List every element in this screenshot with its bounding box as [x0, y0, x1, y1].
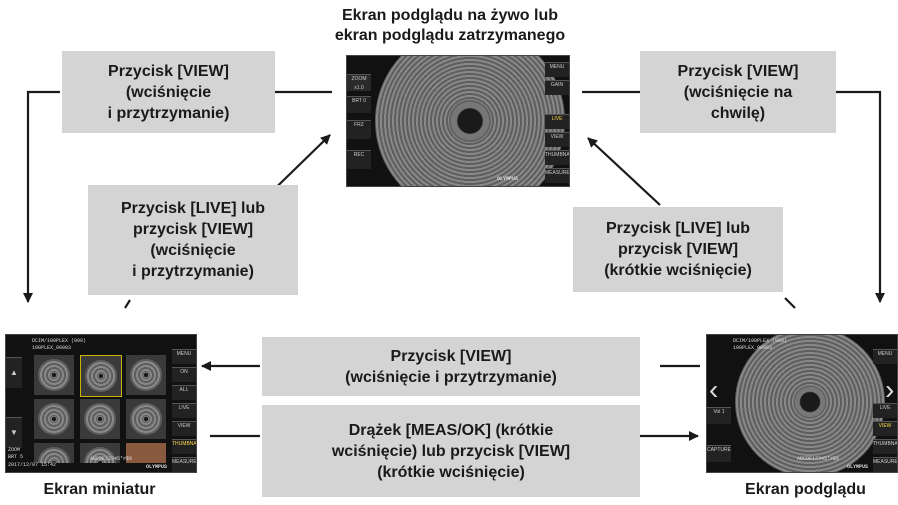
menu-button: MENU — [172, 349, 196, 364]
chevron-right-icon: › — [885, 374, 895, 405]
arrow-top-to-thumbnails-down — [23, 90, 60, 303]
preview-screen-caption: Ekran podglądu — [745, 481, 866, 498]
box-line: Przycisk [VIEW] — [108, 62, 229, 80]
thumbnail-button: THUMBNAIL — [172, 439, 196, 454]
box-line: (wciśnięcie i przytrzymanie) — [345, 368, 557, 386]
brand-logo: OLYMPUS — [146, 464, 168, 470]
folder-name: 100PLEX_00003 — [733, 345, 773, 351]
view-button: VIEW — [172, 421, 196, 436]
thumbnail-item — [80, 355, 122, 397]
chevron-left-icon: ‹ — [709, 374, 719, 405]
top-screen-caption: Ekran podglądu na żywo lub ekran podgląd… — [300, 6, 600, 46]
brightness-label: BRT 5 — [8, 454, 24, 460]
id-text: ABCDE12345*#$% — [797, 456, 840, 462]
scroll-down-button: ▼ — [6, 417, 22, 448]
check-all-button: ALL — [172, 385, 196, 400]
box-line: i przytrzymanie) — [107, 104, 230, 122]
folder-header: DCIM/100PLEX (009) — [733, 338, 788, 344]
live-button: LIVE — [172, 403, 196, 418]
top-caption-line1: Ekran podglądu na żywo lub — [341, 7, 558, 24]
thumbnail-screen: DCIM/100PLEX (009) 100PLEX_00003 ▲ ▼ MEN… — [5, 334, 197, 473]
brand-logo: OLYMPUS — [847, 464, 869, 470]
volume-button: Vol 1 — [707, 407, 731, 424]
view-button: VIEW — [545, 132, 569, 147]
scope-image — [735, 335, 885, 472]
box-line: Przycisk [VIEW] — [390, 347, 512, 365]
thumbnail-item — [80, 399, 120, 439]
label-box-bottom-lower: Drążek [MEAS/OK] (krótkie wciśnięcie) lu… — [262, 405, 640, 497]
id-text: ABCDE12345*#$% — [90, 456, 133, 462]
gain-button: GAIN — [545, 80, 569, 95]
thumbnail-item — [34, 443, 74, 463]
live-button: LIVE — [873, 403, 897, 418]
preview-screen: DCIM/100PLEX (009) 100PLEX_00003 ‹ › Vol… — [706, 334, 898, 473]
brightness-button: BRT 0 — [347, 96, 371, 113]
box-line: Drążek [MEAS/OK] (krótkie — [348, 421, 554, 439]
folder-name: 100PLEX_00003 — [32, 345, 72, 351]
arrow-top-to-preview-down — [836, 90, 885, 303]
capture-button: CAPTURE — [707, 445, 731, 462]
box-line: (wciśnięcie — [125, 83, 212, 101]
measure-button: MEASURE — [545, 168, 569, 183]
live-view-screen: ZOOM x1.0 BRT 0 FRZ REC MENU GAIN LIVE V… — [346, 55, 570, 187]
live-button: LIVE — [545, 114, 569, 129]
thumbnail-item — [126, 443, 166, 463]
check-on-button: ON — [172, 367, 196, 382]
arrow-preview-to-top — [784, 297, 796, 309]
box-line: wciśnięcie) lub przycisk [VIEW] — [331, 442, 571, 460]
box-line: Przycisk [LIVE] lub — [605, 220, 751, 237]
zoom-label: ZOOM — [8, 447, 21, 453]
measure-button: MEASURE — [172, 457, 196, 472]
freeze-button: FRZ — [347, 120, 371, 139]
box-line: chwilę) — [710, 104, 766, 122]
arrow-preview-to-top-diag — [587, 137, 661, 206]
box-line: Przycisk [VIEW] — [677, 62, 799, 80]
box-line: (krótkie wciśnięcie) — [604, 262, 752, 279]
zoom-button: ZOOM x1.0 — [347, 74, 371, 91]
scroll-up-button: ▲ — [6, 357, 22, 388]
label-box-mid-left: Przycisk [LIVE] lub przycisk [VIEW] (wci… — [88, 185, 298, 295]
record-button: REC — [347, 150, 371, 169]
date-time: 2017/12/07 15:42 — [8, 462, 57, 468]
box-line: (wciśnięcie na — [683, 83, 793, 101]
thumbnail-screen-caption: Ekran miniatur — [43, 481, 156, 498]
arrow-thumbnails-to-top — [124, 299, 131, 309]
thumbnail-item — [34, 399, 74, 439]
menu-button: MENU — [873, 349, 897, 364]
box-line: Przycisk [LIVE] lub — [120, 200, 266, 217]
label-box-mid-right: Przycisk [LIVE] lub przycisk [VIEW] (kró… — [573, 207, 783, 292]
thumbnail-item — [34, 355, 74, 395]
thumbnail-button: THUMBNAIL — [873, 439, 897, 454]
box-line: i przytrzymanie) — [132, 263, 254, 280]
brand-logo: OLYMPUS — [497, 176, 519, 182]
box-line: przycisk [VIEW] — [132, 221, 254, 238]
label-box-top-left: Przycisk [VIEW] (wciśnięcie i przytrzyma… — [62, 51, 275, 133]
box-line: przycisk [VIEW] — [617, 241, 739, 258]
folder-header: DCIM/100PLEX (009) — [32, 338, 87, 344]
label-box-bottom-upper: Przycisk [VIEW] (wciśnięcie i przytrzyma… — [262, 337, 640, 396]
view-button: VIEW — [873, 421, 897, 436]
measure-button: MEASURE — [873, 457, 897, 472]
menu-button: MENU — [545, 62, 569, 77]
box-line: (wciśnięcie — [150, 242, 236, 259]
thumbnail-item — [80, 443, 120, 463]
scope-image — [375, 56, 565, 186]
thumbnail-button: THUMBNAIL — [545, 150, 569, 165]
thumbnail-item — [126, 355, 166, 395]
top-caption-line2: ekran podglądu zatrzymanego — [334, 27, 566, 44]
box-line: (krótkie wciśnięcie) — [377, 463, 525, 481]
thumbnail-item — [126, 399, 166, 439]
label-box-top-right: Przycisk [VIEW] (wciśnięcie na chwilę) — [640, 51, 836, 133]
